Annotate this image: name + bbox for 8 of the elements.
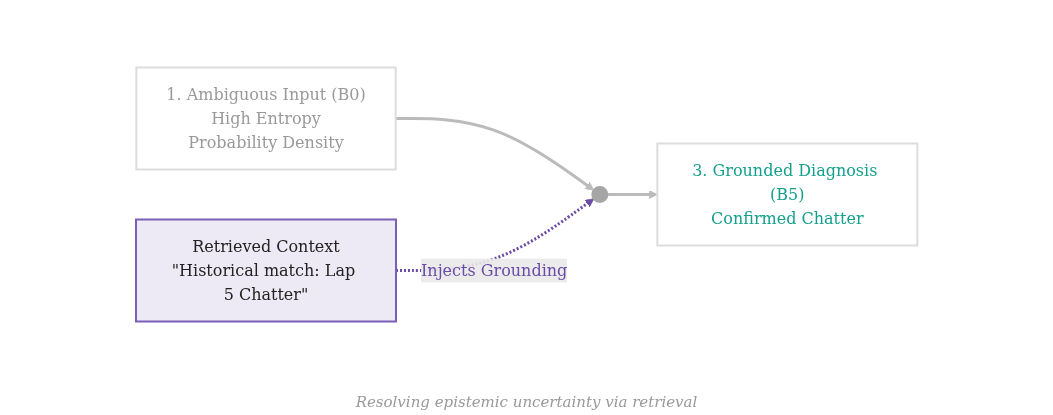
arrow [607,190,658,199]
caption-note: Resolving epistemic uncertainty via retrieval [355,393,698,411]
node-circle [591,186,609,203]
node-box: Retrieved Context "Historical match: Lap 5 Chatter" [134,218,397,323]
node-box: 3. Grounded Diagnosis (B5) Confirmed Chatter [656,142,919,247]
edge-label: Injects Grounding [420,260,568,280]
arrow [395,117,594,191]
node-box: 1. Ambiguous Input (B0) High Entropy Probability Density [135,66,397,171]
